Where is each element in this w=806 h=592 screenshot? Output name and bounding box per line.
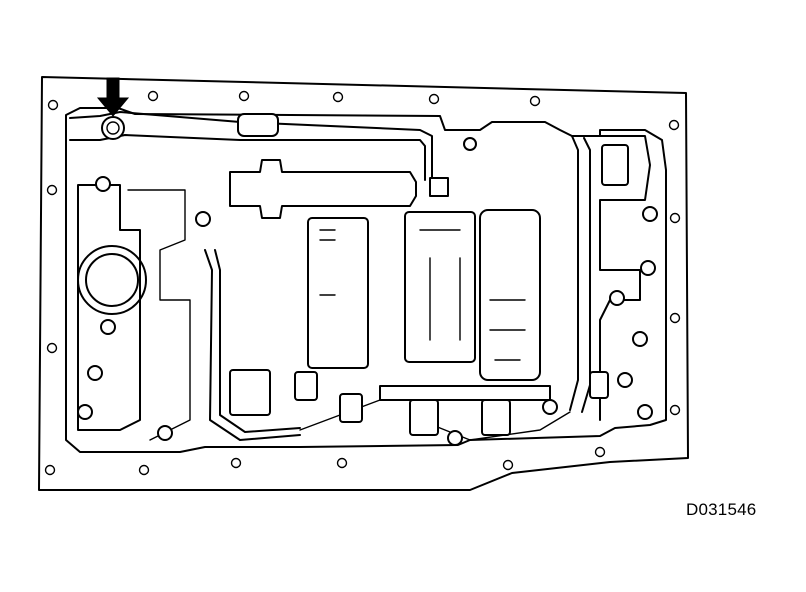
arrow-indicator <box>96 77 130 117</box>
solenoid-e <box>481 399 511 436</box>
flange-bolt-holes <box>44 90 681 476</box>
accumulator-inner <box>85 253 139 307</box>
spool-detail <box>319 229 526 361</box>
wiring-harness-left <box>204 249 301 441</box>
spool-valve-3 <box>479 209 541 381</box>
valve-body-boundary <box>65 107 667 453</box>
pan-flange-outline <box>38 76 689 491</box>
spool-valve-2 <box>404 211 476 363</box>
connector-bar <box>379 385 551 401</box>
upper-solenoid <box>229 159 417 219</box>
figure-reference-code: D031546 <box>686 500 757 519</box>
right-solenoid <box>601 144 629 186</box>
tube-clip <box>237 113 279 137</box>
spool-valve-1 <box>307 217 369 369</box>
accumulator-outer <box>77 245 147 315</box>
solenoid-a <box>229 369 271 416</box>
solenoid-f <box>589 371 609 399</box>
wiring-harness-right <box>569 135 591 413</box>
upper-solenoid-connector <box>429 177 449 197</box>
solenoid-c <box>339 393 363 423</box>
left-channel-plate <box>77 184 141 431</box>
solenoid-b <box>294 371 318 401</box>
target-bolt <box>101 116 125 140</box>
valve-body-bolts <box>77 137 658 446</box>
right-valve-block <box>599 135 651 421</box>
solenoid-d <box>409 399 439 436</box>
left-channel-plate-2 <box>127 189 191 441</box>
